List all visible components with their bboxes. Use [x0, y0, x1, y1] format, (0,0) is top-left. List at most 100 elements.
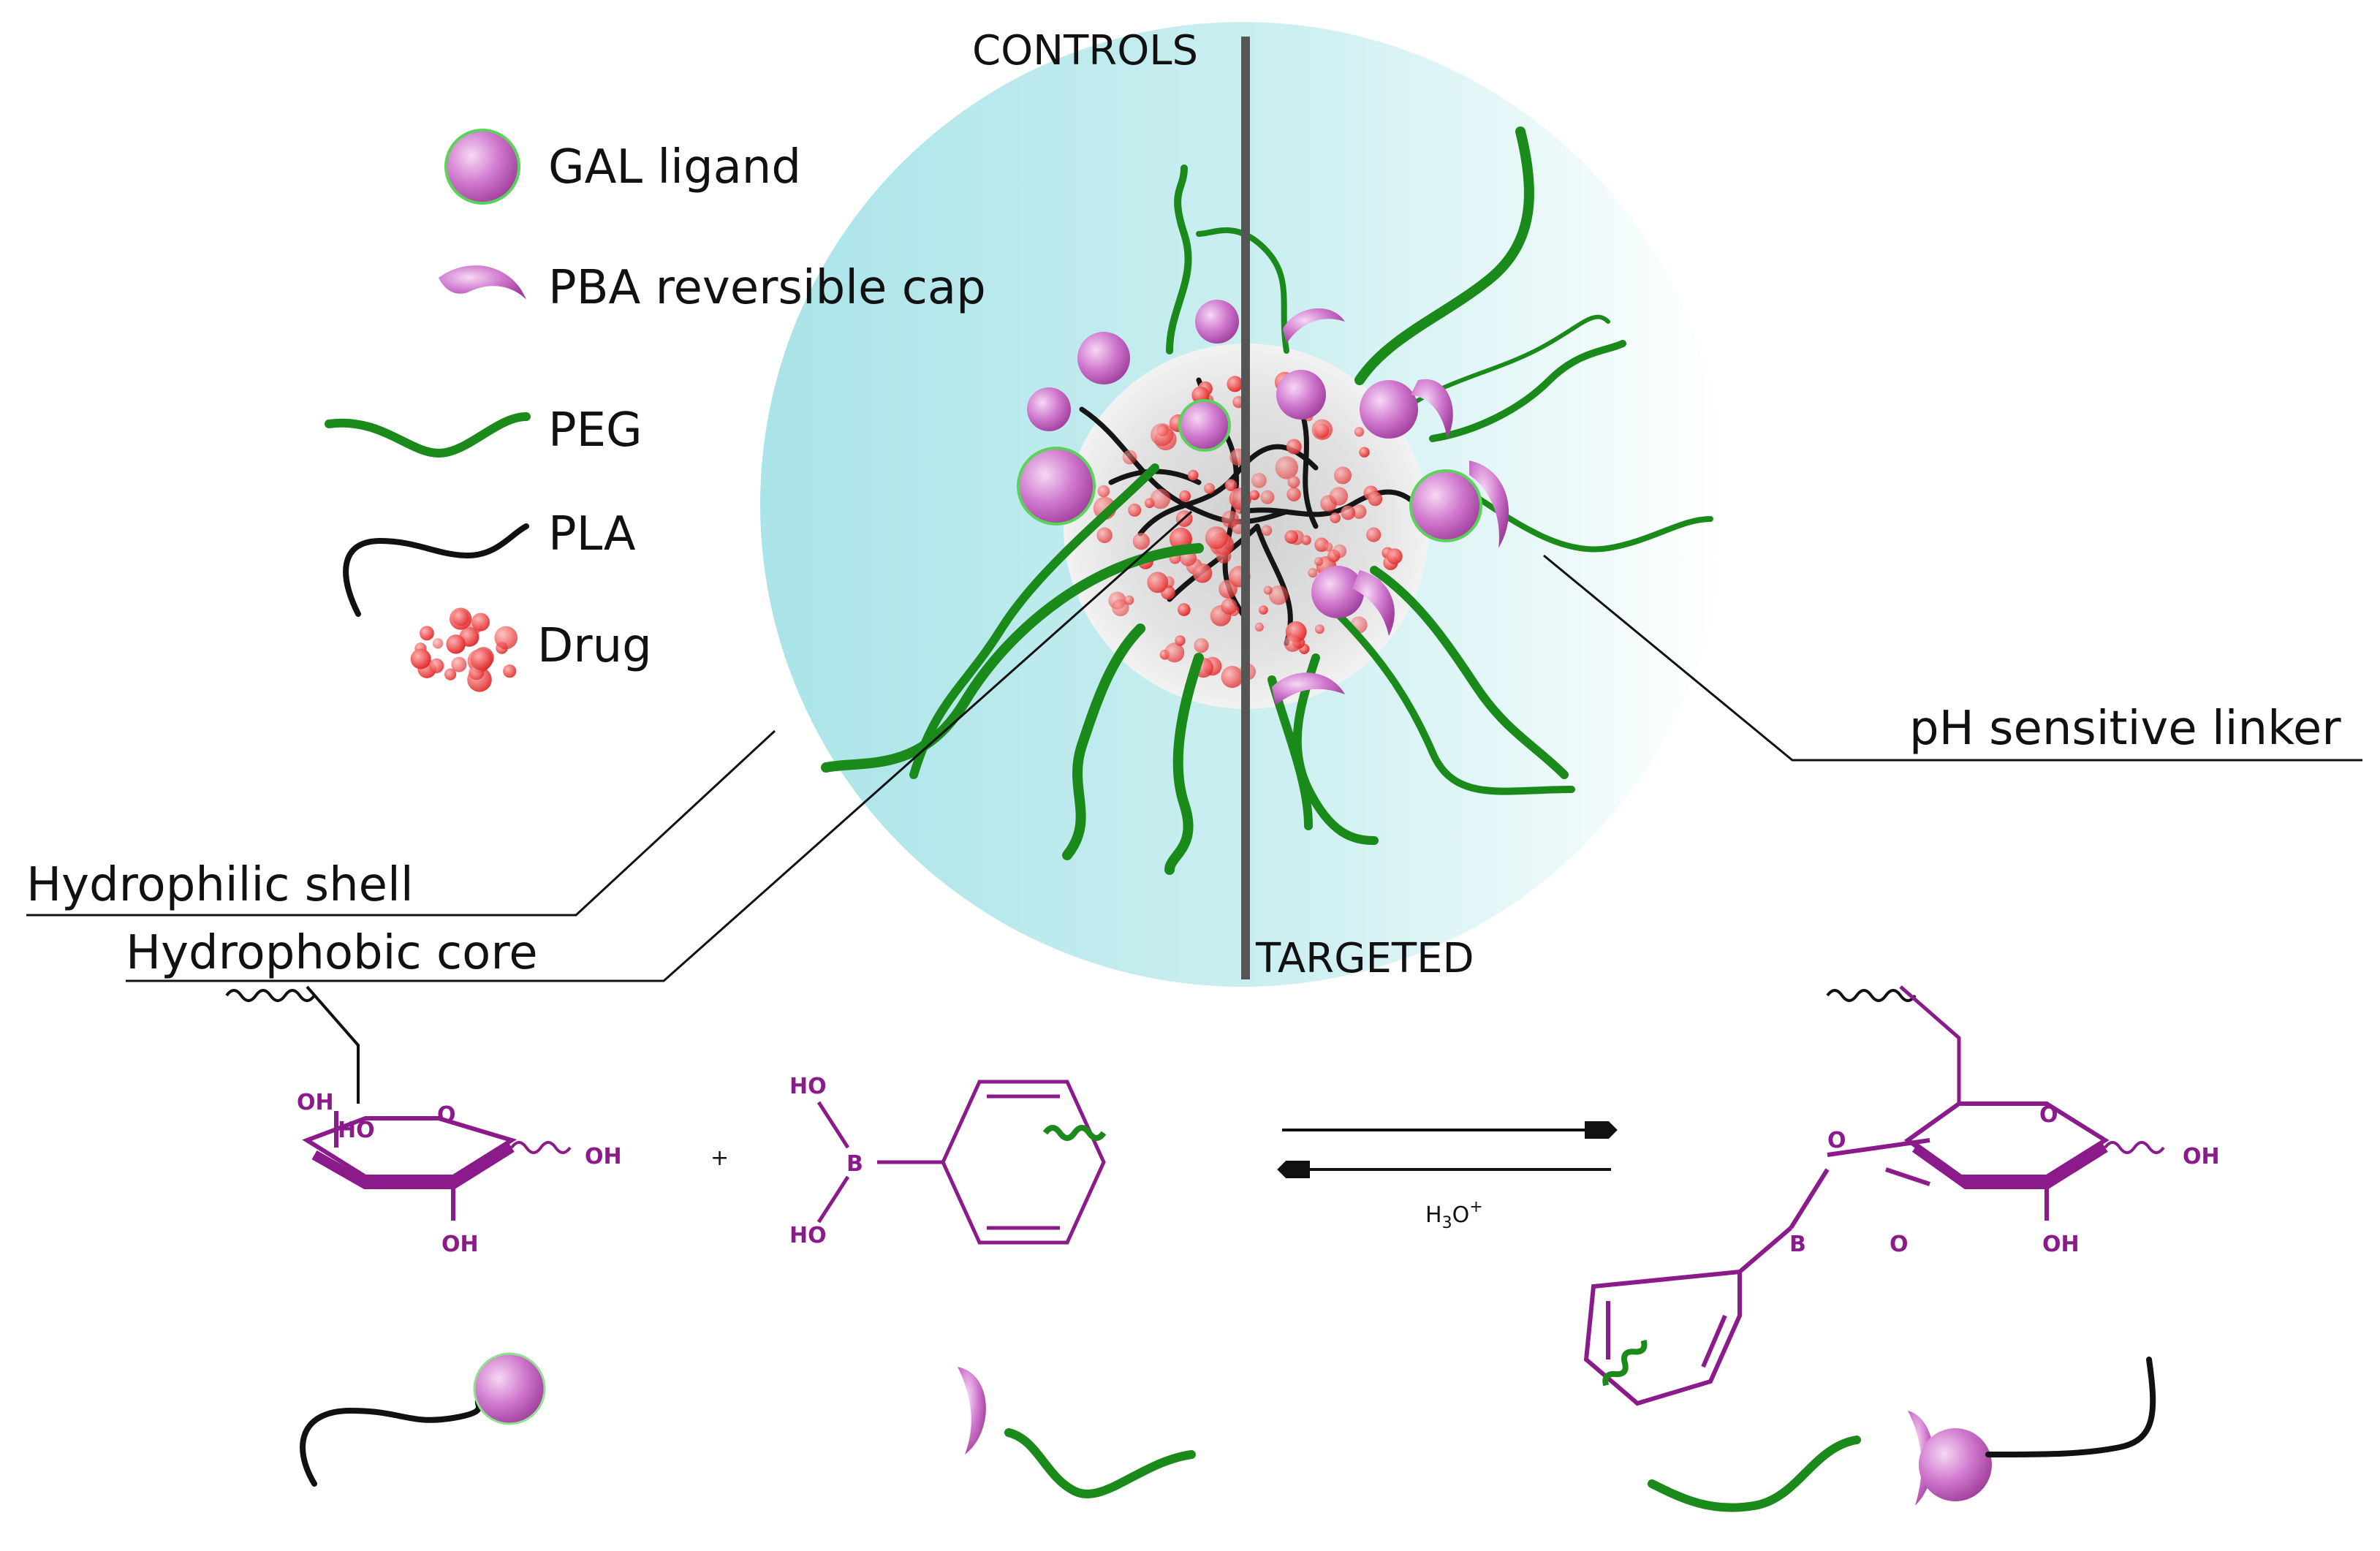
drug-particle: [1359, 447, 1370, 458]
drug-particle: [1263, 585, 1273, 595]
drug-particle: [1224, 479, 1238, 491]
drug-particle: [1122, 450, 1137, 465]
drug-particle: [451, 656, 467, 672]
peg-chains: [821, 126, 1713, 875]
hydrophobic-core-label: Hydrophobic core: [126, 926, 538, 980]
drug-particle: [1178, 603, 1191, 616]
drug-particle: [471, 613, 490, 632]
ester-boron: B: [1789, 1232, 1806, 1257]
drug-particle: [1164, 642, 1185, 663]
drug-particle: [1308, 568, 1318, 578]
drug-particle: [1097, 485, 1110, 498]
pba-cap-icon: [439, 265, 526, 300]
drug-particle: [1301, 535, 1311, 545]
controls-label: CONTROLS: [972, 27, 1198, 75]
drug-particle: [1287, 475, 1300, 488]
plus-sign: +: [710, 1145, 729, 1171]
drug-particle: [1334, 466, 1352, 485]
drug-particle: [1329, 487, 1349, 506]
catalyst-label: H3O+: [1425, 1198, 1483, 1232]
drug-particle: [1260, 490, 1275, 504]
drug-particle: [452, 610, 469, 626]
drug-particle: [1221, 598, 1238, 615]
equilibrium-arrows: [1277, 1121, 1618, 1178]
drug-particle: [1352, 504, 1367, 519]
legend-pba-cap: PBA reversible cap: [439, 261, 986, 315]
drug-particle: [1227, 376, 1243, 393]
drug-particle: [432, 638, 444, 649]
peg-icon: [325, 412, 531, 458]
bottom-pba-peg: [958, 1367, 1196, 1499]
callout-hydrophobic-core: Hydrophobic core: [126, 510, 1192, 982]
drug-particle: [1249, 490, 1259, 501]
pba-caps: [1272, 308, 1509, 705]
legend: GAL ligand PBA reversible cap PEG PLA Dr…: [325, 129, 986, 692]
drug-particle: [1268, 585, 1289, 605]
drug-particle: [1261, 525, 1273, 536]
drug-particle: [1251, 473, 1267, 488]
drug-particle: [429, 658, 444, 674]
ester-oh-2: OH: [2042, 1232, 2080, 1257]
drug-particle: [1314, 557, 1324, 566]
drug-particle: [1124, 595, 1134, 605]
pba-ho-1: HO: [789, 1074, 827, 1099]
drug-particle: [1354, 427, 1365, 437]
drug-particle: [420, 626, 434, 641]
gal-ligand-icon: [444, 129, 520, 205]
drug-particle: [470, 648, 493, 671]
drug-particle: [1333, 544, 1347, 558]
drug-particle: [1275, 456, 1299, 479]
legend-drug-label: Drug: [537, 619, 652, 673]
drug-particle: [410, 648, 431, 670]
drug-particle: [494, 626, 518, 650]
gal-ligands: [1017, 300, 1482, 618]
drug-particle: [1221, 510, 1239, 528]
drug-particle: [1341, 505, 1356, 520]
gal-oh-3: OH: [585, 1144, 622, 1169]
drug-particle: [1221, 666, 1243, 689]
drug-particle: [1366, 527, 1382, 542]
drug-particle: [1175, 635, 1186, 646]
drug-particle: [1254, 622, 1264, 632]
drug-particle: [1151, 423, 1174, 447]
legend-peg: PEG: [325, 403, 643, 458]
drug-particle: [1204, 482, 1215, 494]
gal-oh-1: OH: [297, 1090, 334, 1115]
drug-particle: [1188, 469, 1199, 481]
drug-particle: [1112, 599, 1129, 617]
drug-particle: [1323, 542, 1333, 552]
ester-oh-1: OH: [2183, 1144, 2220, 1169]
drug-particle: [1194, 638, 1209, 653]
legend-gal-ligand: GAL ligand: [444, 129, 801, 205]
callout-ph-linker: pH sensitive linker: [1543, 554, 2362, 762]
drug-particle: [1192, 563, 1213, 583]
legend-peg-label: PEG: [548, 403, 643, 458]
drug-particle: [1259, 605, 1268, 615]
pba-ho-2: HO: [789, 1223, 827, 1248]
ester-o-1: O: [1827, 1128, 1846, 1153]
ester-ring-o: O: [2039, 1102, 2058, 1128]
drug-particle: [1128, 503, 1142, 517]
drug-particle: [1132, 533, 1150, 550]
drug-icon: [410, 607, 518, 692]
drug-particle: [1150, 488, 1171, 509]
drug-particle: [1368, 491, 1383, 507]
drug-particle: [1284, 530, 1299, 544]
gal-ring-o: O: [437, 1102, 456, 1128]
galactose-structure: [225, 985, 572, 1221]
drug-particle: [1147, 572, 1169, 594]
drug-particle: [1286, 439, 1302, 455]
legend-pba-label: PBA reversible cap: [548, 261, 986, 315]
drug-particle: [1179, 490, 1191, 502]
drug-particle: [1284, 634, 1302, 652]
drug-particle: [1311, 419, 1333, 440]
gal-oh-4: OH: [441, 1232, 479, 1257]
drug-particle: [1314, 624, 1324, 634]
drug-particle: [1096, 527, 1113, 544]
legend-pla: PLA: [343, 507, 636, 617]
legend-drug: Drug: [410, 607, 652, 692]
legend-gal-label: GAL ligand: [548, 140, 801, 194]
drug-particle: [1286, 487, 1301, 501]
phenylboronic-acid: [816, 1080, 1107, 1245]
pba-boron: B: [846, 1151, 863, 1177]
